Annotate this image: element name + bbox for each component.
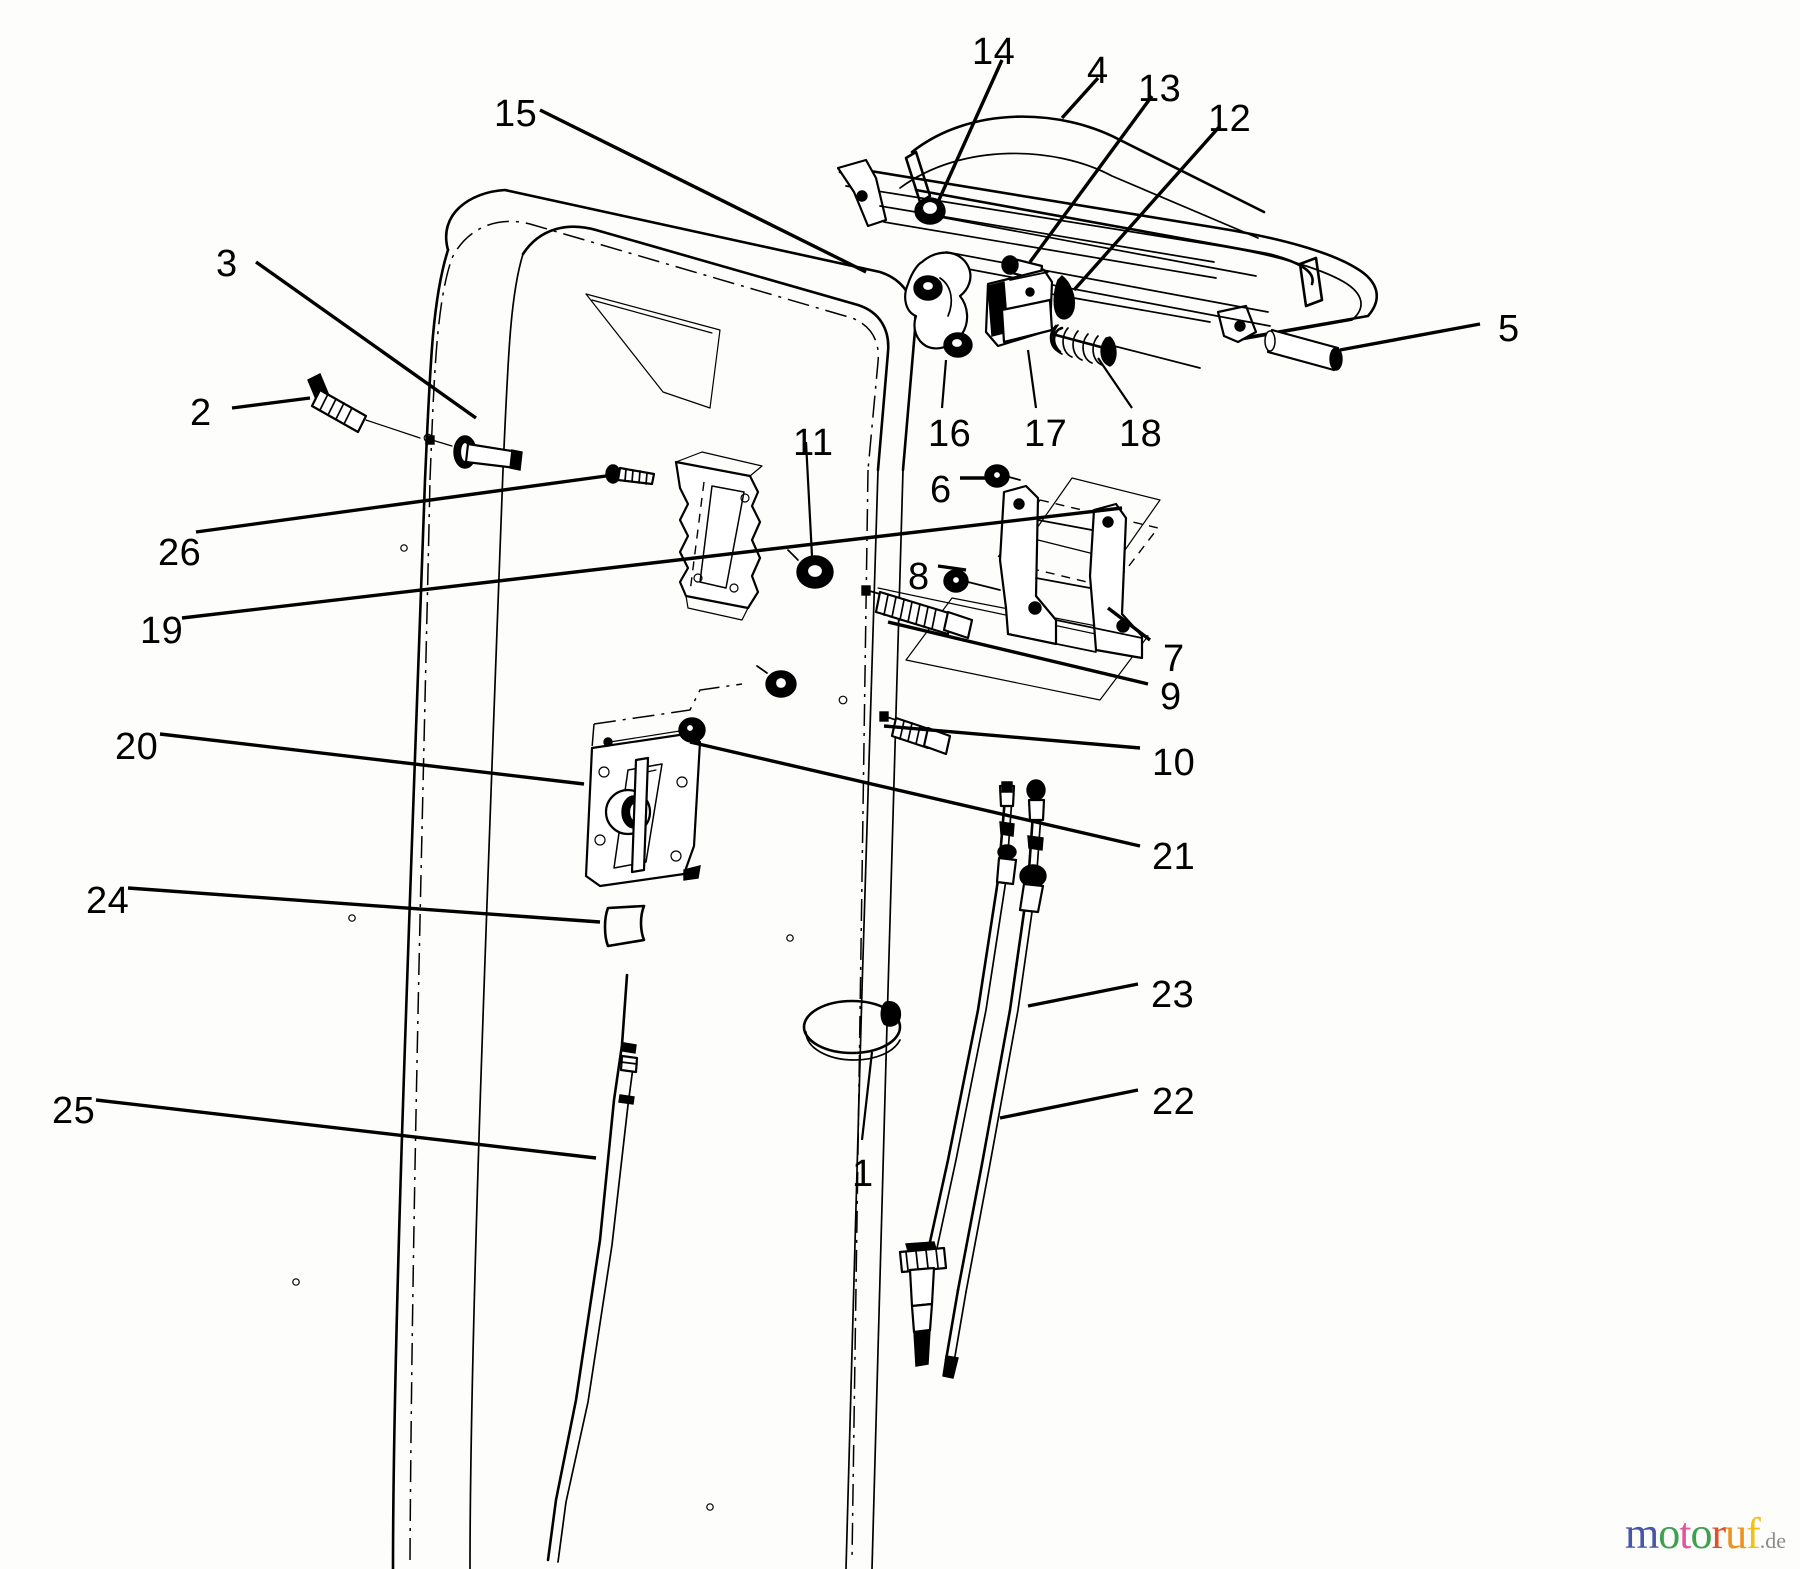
lever-plate-20 bbox=[584, 683, 743, 888]
callout-6: 6 bbox=[930, 469, 952, 511]
grommet-11 bbox=[787, 549, 834, 589]
handle-tube-group bbox=[292, 188, 917, 1569]
callout-1: 1 bbox=[852, 1153, 874, 1195]
watermark-letter-2: t bbox=[1679, 1509, 1691, 1558]
callout-12: 12 bbox=[1208, 98, 1252, 140]
callout-10: 10 bbox=[1152, 742, 1196, 784]
callout-9: 9 bbox=[1160, 676, 1182, 718]
latch-cluster bbox=[904, 251, 1201, 369]
fasteners-2-3 bbox=[307, 373, 523, 471]
plate-11-group bbox=[605, 451, 834, 698]
callout-2: 2 bbox=[190, 392, 212, 434]
cables-22-23 bbox=[898, 779, 1047, 1379]
callout-11: 11 bbox=[793, 422, 834, 464]
cable-22-end-top bbox=[1018, 779, 1047, 914]
callout-24: 24 bbox=[86, 880, 130, 922]
watermark-letter-5: u bbox=[1725, 1509, 1747, 1558]
callout-16: 16 bbox=[928, 413, 972, 455]
callout-21: 21 bbox=[1152, 836, 1196, 878]
watermark-letter-0: m bbox=[1625, 1509, 1659, 1558]
screw-26 bbox=[605, 464, 656, 486]
callout-25: 25 bbox=[52, 1090, 96, 1132]
watermark-letter-6: f bbox=[1746, 1509, 1761, 1558]
watermark-letter-3: o bbox=[1690, 1509, 1712, 1558]
clip-24 bbox=[603, 904, 646, 948]
watermark-letter-4: r bbox=[1711, 1509, 1726, 1558]
bolt-10 bbox=[879, 711, 952, 756]
screw-2 bbox=[307, 373, 421, 439]
leader-lines bbox=[95, 59, 1481, 1160]
callout-19: 19 bbox=[140, 610, 184, 652]
grommet-19 bbox=[756, 665, 797, 698]
motoruf-watermark: motoruf.de bbox=[1625, 1512, 1786, 1556]
pin-5 bbox=[1264, 328, 1343, 372]
nut-6 bbox=[984, 464, 1021, 488]
callout-26: 26 bbox=[158, 532, 202, 574]
callout-14: 14 bbox=[972, 31, 1016, 73]
callout-7: 7 bbox=[1163, 638, 1185, 680]
spring-18 bbox=[1049, 324, 1201, 369]
cable-23-end-top bbox=[995, 781, 1018, 886]
callout-23: 23 bbox=[1151, 974, 1195, 1016]
bracket-7-group bbox=[861, 464, 1161, 756]
callout-22: 22 bbox=[1152, 1081, 1196, 1123]
callout-18: 18 bbox=[1119, 413, 1163, 455]
ring-clip-1 bbox=[802, 999, 902, 1061]
callout-13: 13 bbox=[1138, 68, 1182, 110]
callout-15: 15 bbox=[494, 93, 538, 135]
callout-17: 17 bbox=[1024, 413, 1068, 455]
nut-8 bbox=[943, 569, 1001, 593]
callout-4: 4 bbox=[1087, 50, 1109, 92]
bag-frame-group bbox=[836, 115, 1378, 372]
bolt-9 bbox=[861, 585, 974, 640]
cable-end-bottom bbox=[898, 1241, 948, 1367]
bolt-3 bbox=[425, 435, 523, 471]
throttle-cable-25 bbox=[546, 973, 639, 1563]
callout-3: 3 bbox=[216, 243, 238, 285]
watermark-tld: .de bbox=[1759, 1528, 1787, 1553]
callout-5: 5 bbox=[1498, 308, 1520, 350]
callout-8: 8 bbox=[908, 556, 930, 598]
watermark-letter-1: o bbox=[1658, 1509, 1680, 1558]
callout-20: 20 bbox=[115, 726, 159, 768]
knob-14 bbox=[914, 197, 946, 225]
